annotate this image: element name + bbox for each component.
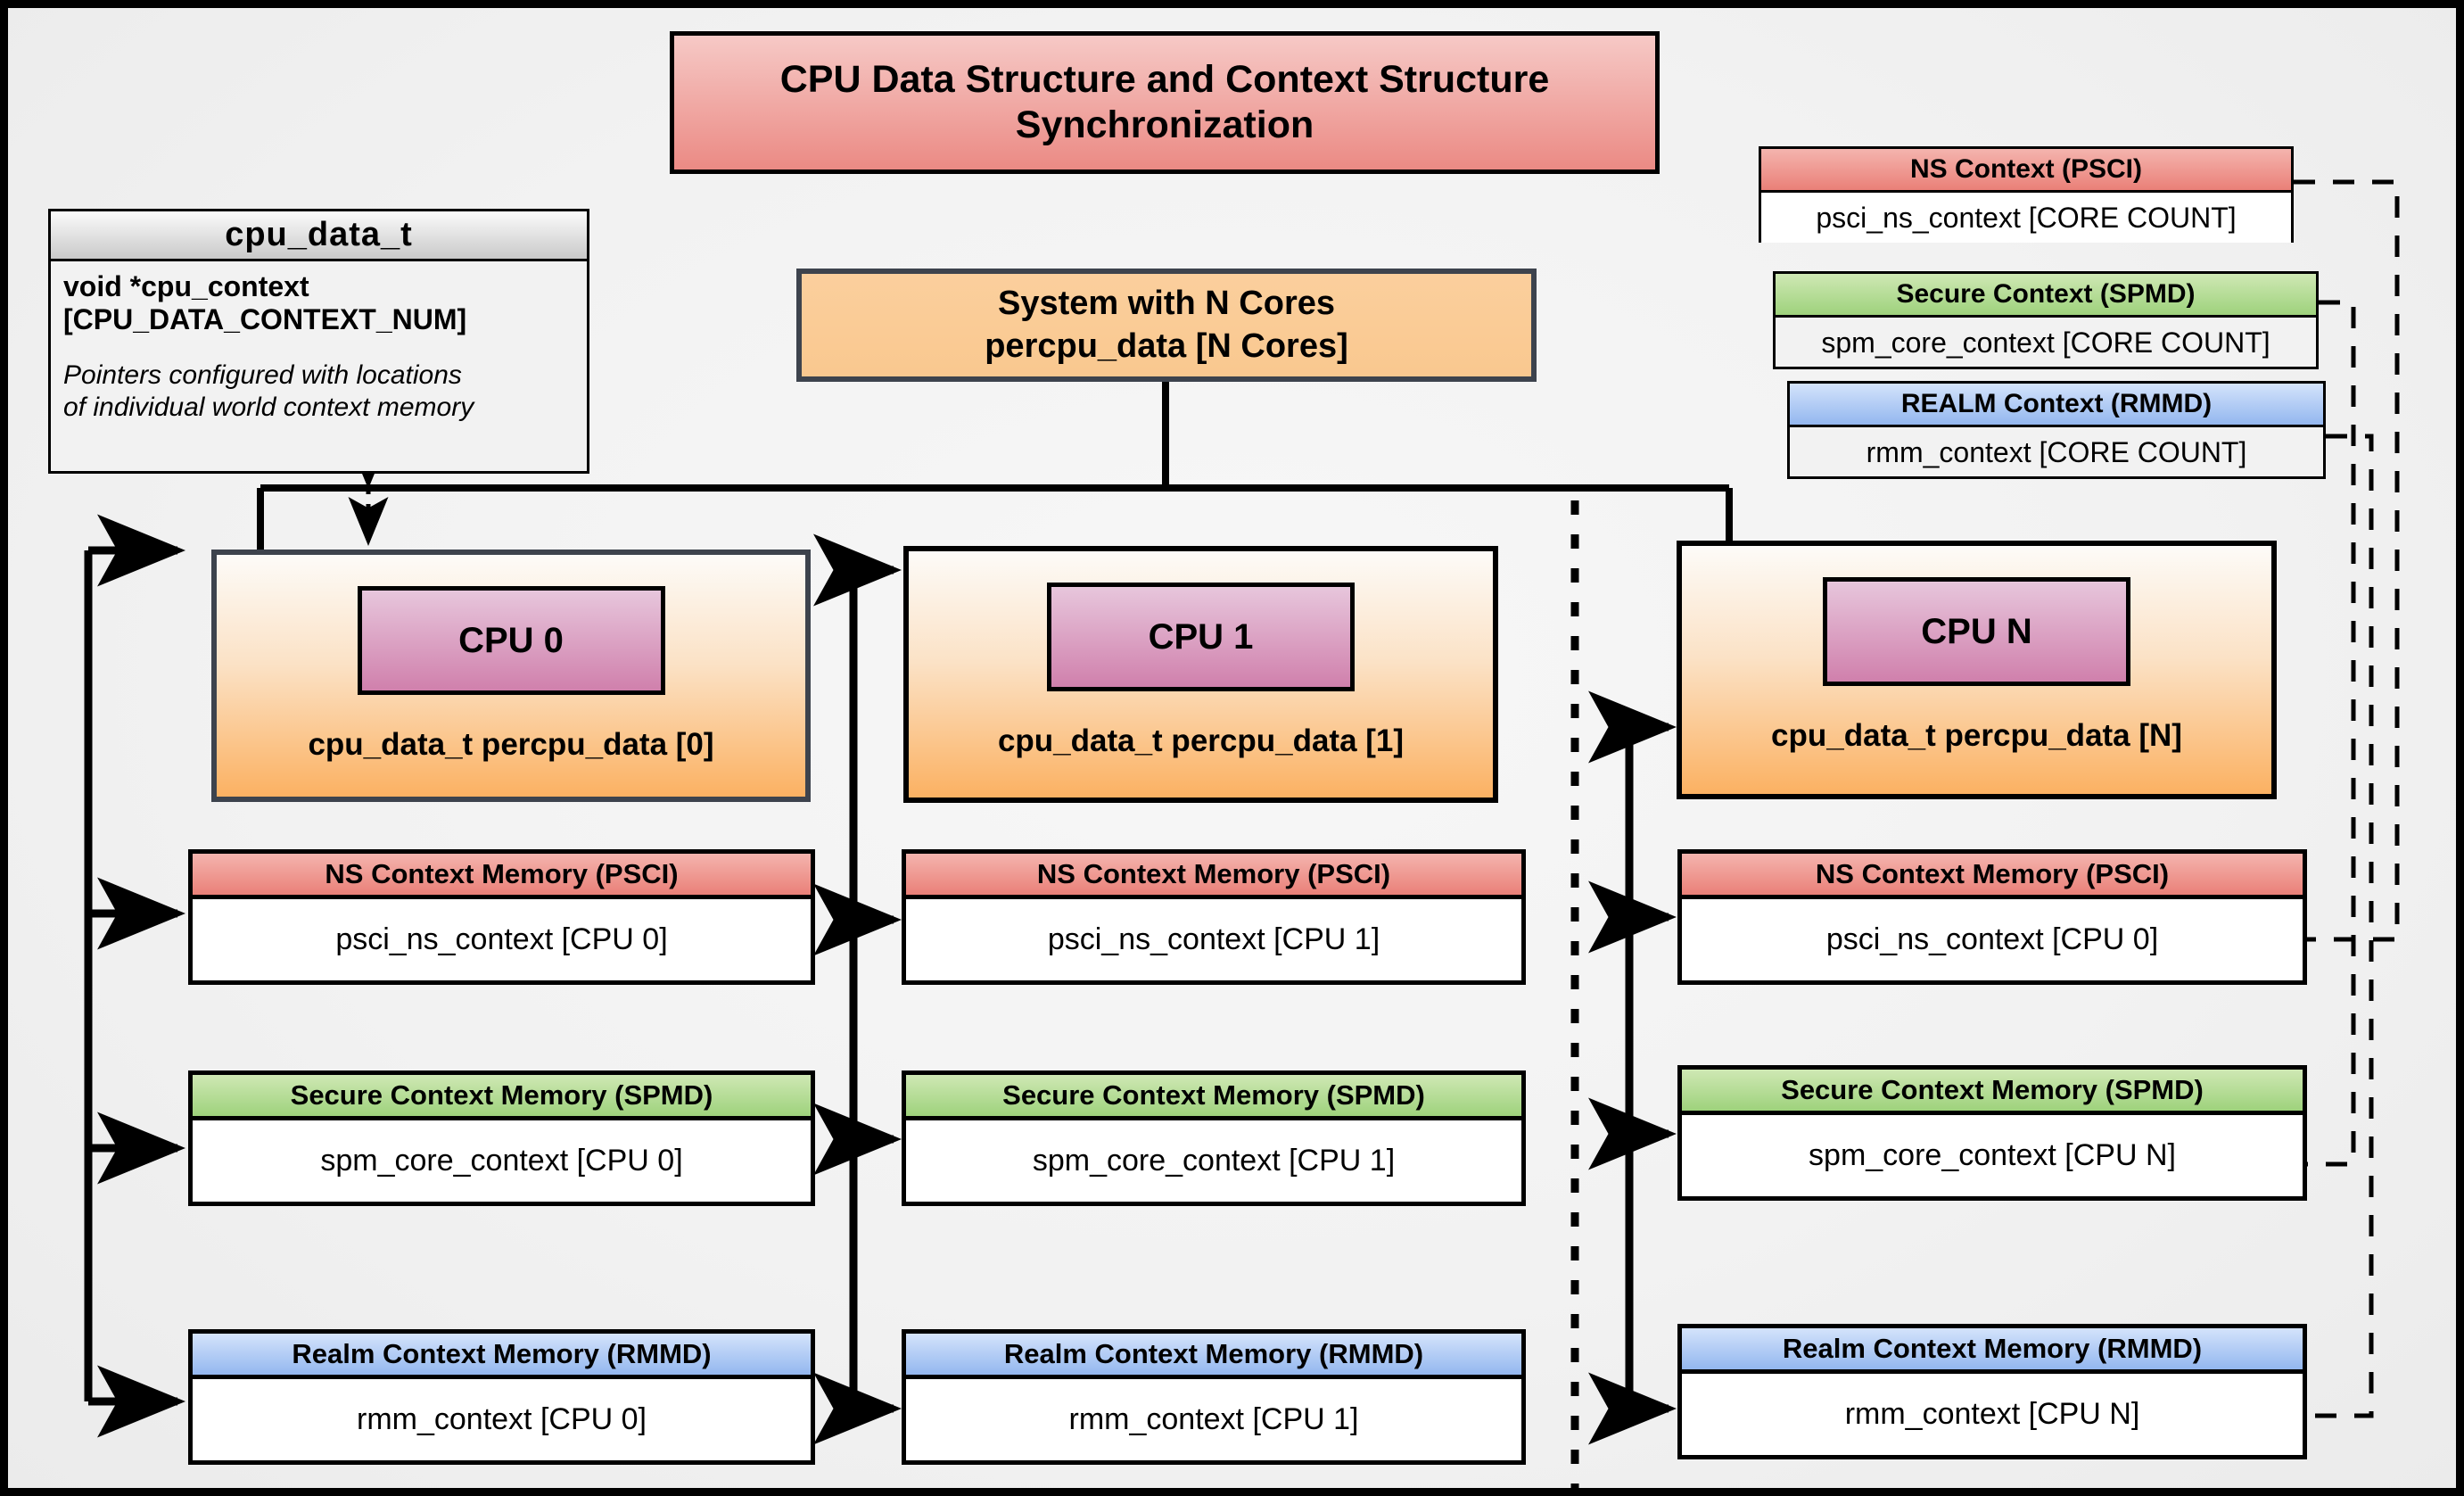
- cpu1-realm-body: rmm_context [CPU 1]: [1068, 1402, 1359, 1436]
- struct-field-line2: [CPU_DATA_CONTEXT_NUM]: [63, 303, 467, 336]
- legend-ns-body: psci_ns_context [CORE COUNT]: [1761, 193, 2291, 243]
- cpu0-secure-header: Secure Context Memory (SPMD): [193, 1075, 811, 1120]
- cpu0-chip: CPU 0: [357, 586, 665, 695]
- legend-realm-header: REALM Context (RMMD): [1790, 384, 2323, 427]
- cpu1-secure-header: Secure Context Memory (SPMD): [906, 1075, 1521, 1120]
- cpu1-ns-header: NS Context Memory (PSCI): [906, 854, 1521, 899]
- cpu0-realm-body: rmm_context [CPU 0]: [357, 1402, 647, 1436]
- cpu1-block: CPU 1 cpu_data_t percpu_data [1]: [903, 546, 1498, 803]
- cpu1-ns-context-card: NS Context Memory (PSCI) psci_ns_context…: [902, 849, 1526, 985]
- legend-realm-context: REALM Context (RMMD) rmm_context [CORE C…: [1787, 381, 2326, 479]
- legend-secure-header: Secure Context (SPMD): [1776, 274, 2316, 318]
- cpuN-ns-body: psci_ns_context [CPU 0]: [1825, 922, 2159, 956]
- cpuN-realm-header: Realm Context Memory (RMMD): [1682, 1328, 2303, 1374]
- cpu1-secure-body: spm_core_context [CPU 1]: [1032, 1144, 1396, 1178]
- cpu0-secure-body: spm_core_context [CPU 0]: [320, 1144, 683, 1178]
- cpu1-pointer-bus: [813, 533, 902, 1445]
- cpu0-caption: cpu_data_t percpu_data [0]: [308, 727, 714, 762]
- cpuN-chip: CPU N: [1823, 577, 2130, 686]
- cpu1-ns-body: psci_ns_context [CPU 1]: [1047, 922, 1380, 956]
- system-title: System with N Cores: [998, 285, 1335, 323]
- cpu1-chip: CPU 1: [1047, 583, 1355, 691]
- cpuN-pointer-bus: [1588, 690, 1677, 1445]
- cpu0-block: CPU 0 cpu_data_t percpu_data [0]: [211, 550, 811, 802]
- cpuN-secure-context-card: Secure Context Memory (SPMD) spm_core_co…: [1677, 1065, 2307, 1201]
- cpuN-secure-body: spm_core_context [CPU N]: [1809, 1138, 2176, 1172]
- legend-realm-link: [2307, 434, 2374, 1418]
- struct-name-header: cpu_data_t: [51, 211, 587, 261]
- cpuN-caption: cpu_data_t percpu_data [N]: [1771, 718, 2182, 753]
- legend-ns-header: NS Context (PSCI): [1761, 149, 2291, 193]
- cpuN-ns-header: NS Context Memory (PSCI): [1682, 854, 2303, 899]
- cpu1-caption: cpu_data_t percpu_data [1]: [997, 723, 1405, 758]
- cpu0-realm-context-card: Realm Context Memory (RMMD) rmm_context …: [188, 1329, 815, 1465]
- cpu-data-t-struct: cpu_data_t void *cpu_context [CPU_DATA_C…: [48, 209, 589, 474]
- struct-field-line1: void *cpu_context: [63, 270, 309, 302]
- legend-secure-context: Secure Context (SPMD) spm_core_context […: [1773, 271, 2319, 369]
- struct-note-line1: Pointers configured with locations: [63, 360, 462, 391]
- legend-realm-body: rmm_context [CORE COUNT]: [1866, 435, 2247, 468]
- cpu0-secure-context-card: Secure Context Memory (SPMD) spm_core_co…: [188, 1070, 815, 1206]
- cpu1-realm-context-card: Realm Context Memory (RMMD) rmm_context …: [902, 1329, 1526, 1465]
- struct-note-line2: of individual world context memory: [63, 392, 474, 422]
- cpu0-ns-context-card: NS Context Memory (PSCI) psci_ns_context…: [188, 849, 815, 985]
- cpuN-realm-body: rmm_context [CPU N]: [1844, 1397, 2140, 1431]
- cpu0-realm-header: Realm Context Memory (RMMD): [193, 1334, 811, 1379]
- cpuN-ns-context-card: NS Context Memory (PSCI) psci_ns_context…: [1677, 849, 2307, 985]
- system-n-cores-box: System with N Cores percpu_data [N Cores…: [796, 269, 1537, 382]
- cpuN-block: CPU N cpu_data_t percpu_data [N]: [1677, 541, 2277, 799]
- cpuN-realm-context-card: Realm Context Memory (RMMD) rmm_context …: [1677, 1324, 2307, 1459]
- struct-body: void *cpu_context [CPU_DATA_CONTEXT_NUM]…: [51, 261, 587, 423]
- system-array: percpu_data [N Cores]: [985, 326, 1348, 365]
- cpu1-realm-header: Realm Context Memory (RMMD): [906, 1334, 1521, 1379]
- page-title: CPU Data Structure and Context Structure…: [670, 31, 1660, 174]
- cpu0-ns-body: psci_ns_context [CPU 0]: [335, 922, 668, 956]
- legend-ns-context: NS Context (PSCI) psci_ns_context [CORE …: [1759, 146, 2294, 243]
- cpuN-secure-header: Secure Context Memory (SPMD): [1682, 1070, 2303, 1115]
- cpu0-pointer-bus: [84, 514, 185, 1438]
- legend-secure-body: spm_core_context [CORE COUNT]: [1821, 326, 2270, 359]
- diagram-canvas: CPU Data Structure and Context Structure…: [8, 8, 2456, 1488]
- cpu0-ns-header: NS Context Memory (PSCI): [193, 854, 811, 899]
- cpu1-secure-context-card: Secure Context Memory (SPMD) spm_core_co…: [902, 1070, 1526, 1206]
